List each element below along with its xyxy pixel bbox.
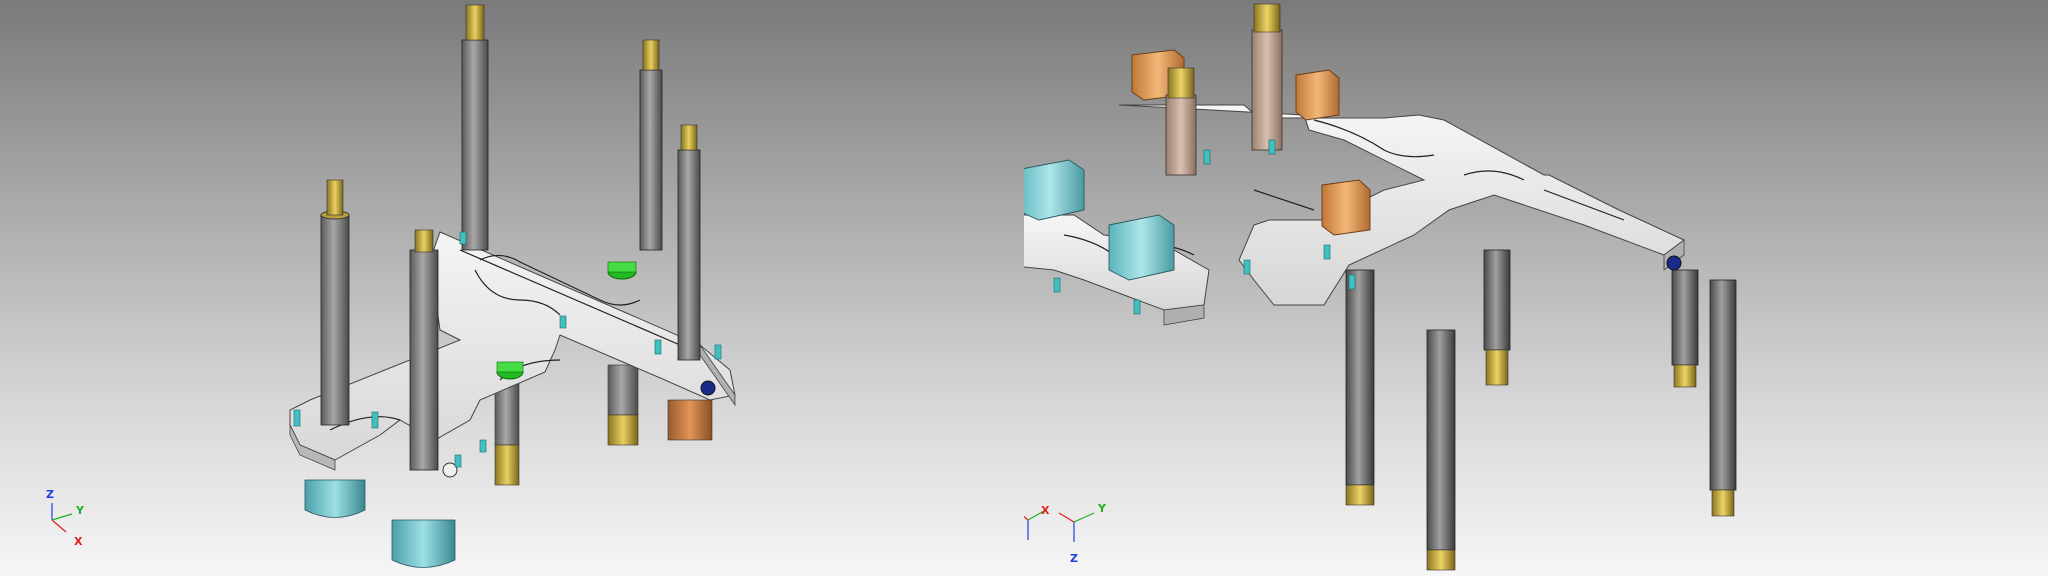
right-orange-modules[interactable] [1131,49,1371,236]
right-fasteners [1053,139,1356,315]
right-legs[interactable] [1345,249,1737,571]
left-axis-triad: Z Y X [46,488,85,548]
left-fasteners [293,231,722,468]
left-base-plate[interactable] [289,231,736,478]
left-model-view[interactable]: Z Y X [0,0,1024,576]
right-upright-tubes[interactable] [1165,3,1283,176]
left-assembly-drawing[interactable]: Z Y X [0,0,1024,576]
right-assembly-drawing[interactable] [1024,0,2048,576]
left-triad-x-label: X [74,535,83,548]
right-teal-modules[interactable] [1024,159,1175,281]
left-columns[interactable] [320,4,701,471]
left-triad-z-label: Z [46,488,54,501]
left-triad-y-label: Y [75,504,85,517]
right-axis-triad [1024,510,1045,540]
left-green-caps[interactable] [496,261,637,380]
right-model-view[interactable] [1024,0,2048,576]
